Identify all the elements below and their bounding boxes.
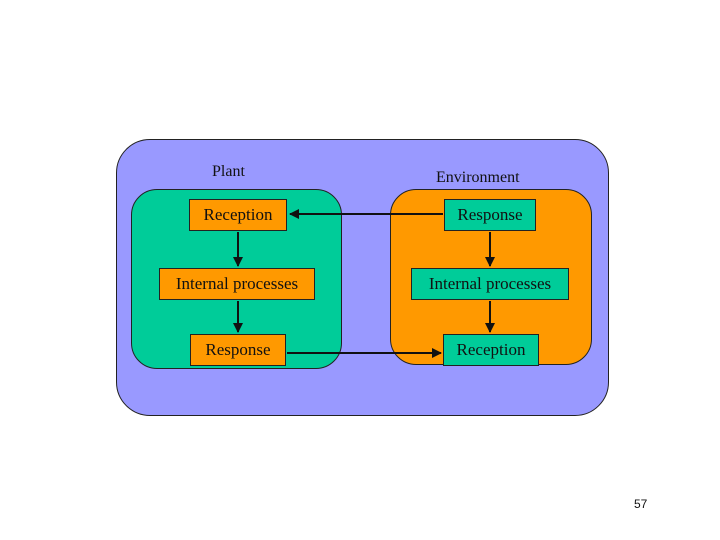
plant-reception-box: Reception [189,199,287,231]
plant-response-box: Response [190,334,286,366]
environment-internal-processes-box: Internal processes [411,268,569,300]
environment-title: Environment [436,169,520,186]
page-number: 57 [634,497,648,511]
plant-internal-processes-box: Internal processes [159,268,315,300]
environment-reception-box: Reception [443,334,539,366]
environment-response-box: Response [444,199,536,231]
plant-title: Plant [212,163,245,180]
